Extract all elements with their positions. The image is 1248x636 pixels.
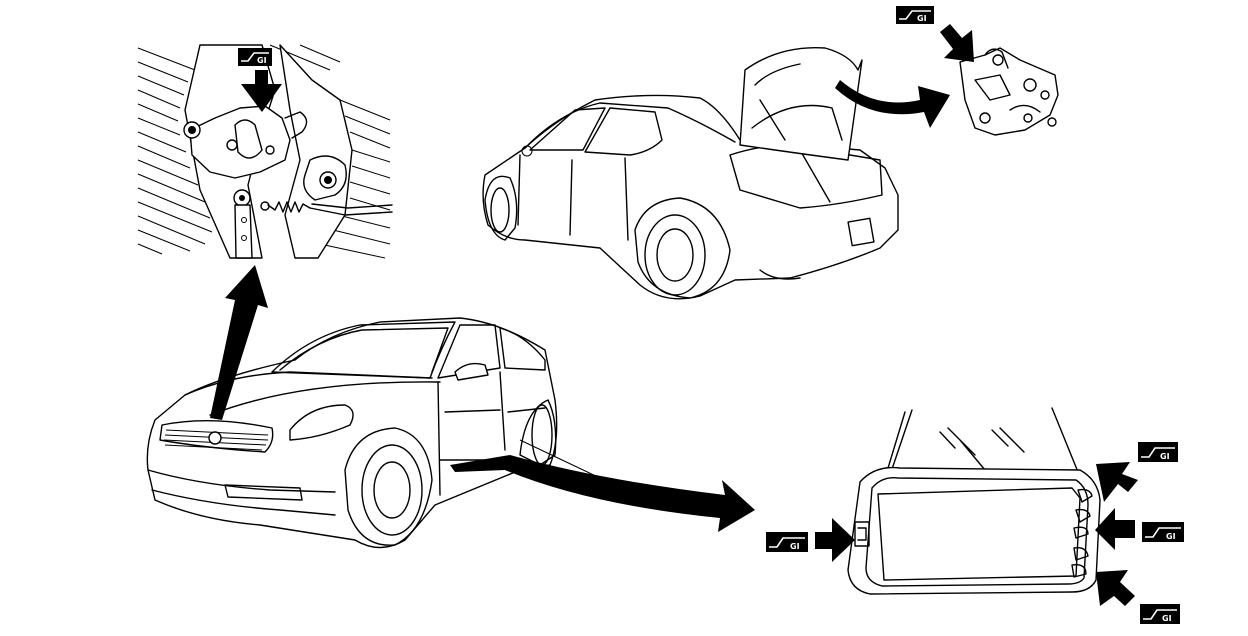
- grease-badge-label: GI: [1166, 532, 1176, 541]
- door-striker-lube-arrow: [815, 518, 855, 562]
- radiator-hatching: [137, 44, 391, 259]
- door-upper-hinge-lube-arrow: [1096, 462, 1138, 502]
- hood-latch-detail: [137, 44, 393, 259]
- door-pointer-arrow: [450, 455, 755, 532]
- door-lower-hinge-lube-arrow: [1096, 570, 1135, 606]
- grease-badge-door-upper: GI: [1138, 442, 1178, 462]
- grease-badge-label: GI: [1162, 614, 1172, 623]
- hood-latch-lube-arrow: [241, 70, 282, 112]
- door-detail: [847, 407, 1101, 595]
- grease-badge-label: GI: [1160, 452, 1170, 461]
- grease-badge-trunk-hinge: GI: [896, 6, 934, 24]
- trunk-hinge-pointer-arrow: [835, 80, 950, 128]
- grease-badge-label: GI: [257, 56, 267, 65]
- trunk-hinge-detail: [959, 47, 1059, 136]
- front-car-illustration: [146, 317, 558, 549]
- grease-badge-label: GI: [790, 542, 800, 551]
- trunk-hinge-lube-arrow: [940, 24, 974, 62]
- door-mid-hinge-lube-arrow: [1095, 508, 1135, 550]
- grease-badge-door-striker: GI: [766, 532, 808, 552]
- trunk-car-illustration: [482, 46, 899, 300]
- grease-badge-door-mid: GI: [1142, 522, 1184, 542]
- grease-badge-door-lower: GI: [1140, 604, 1180, 624]
- grease-badge-hood-latch: GI: [238, 48, 272, 66]
- grease-badge-label: GI: [917, 14, 927, 23]
- hood-latch-pointer-arrow: [210, 265, 268, 420]
